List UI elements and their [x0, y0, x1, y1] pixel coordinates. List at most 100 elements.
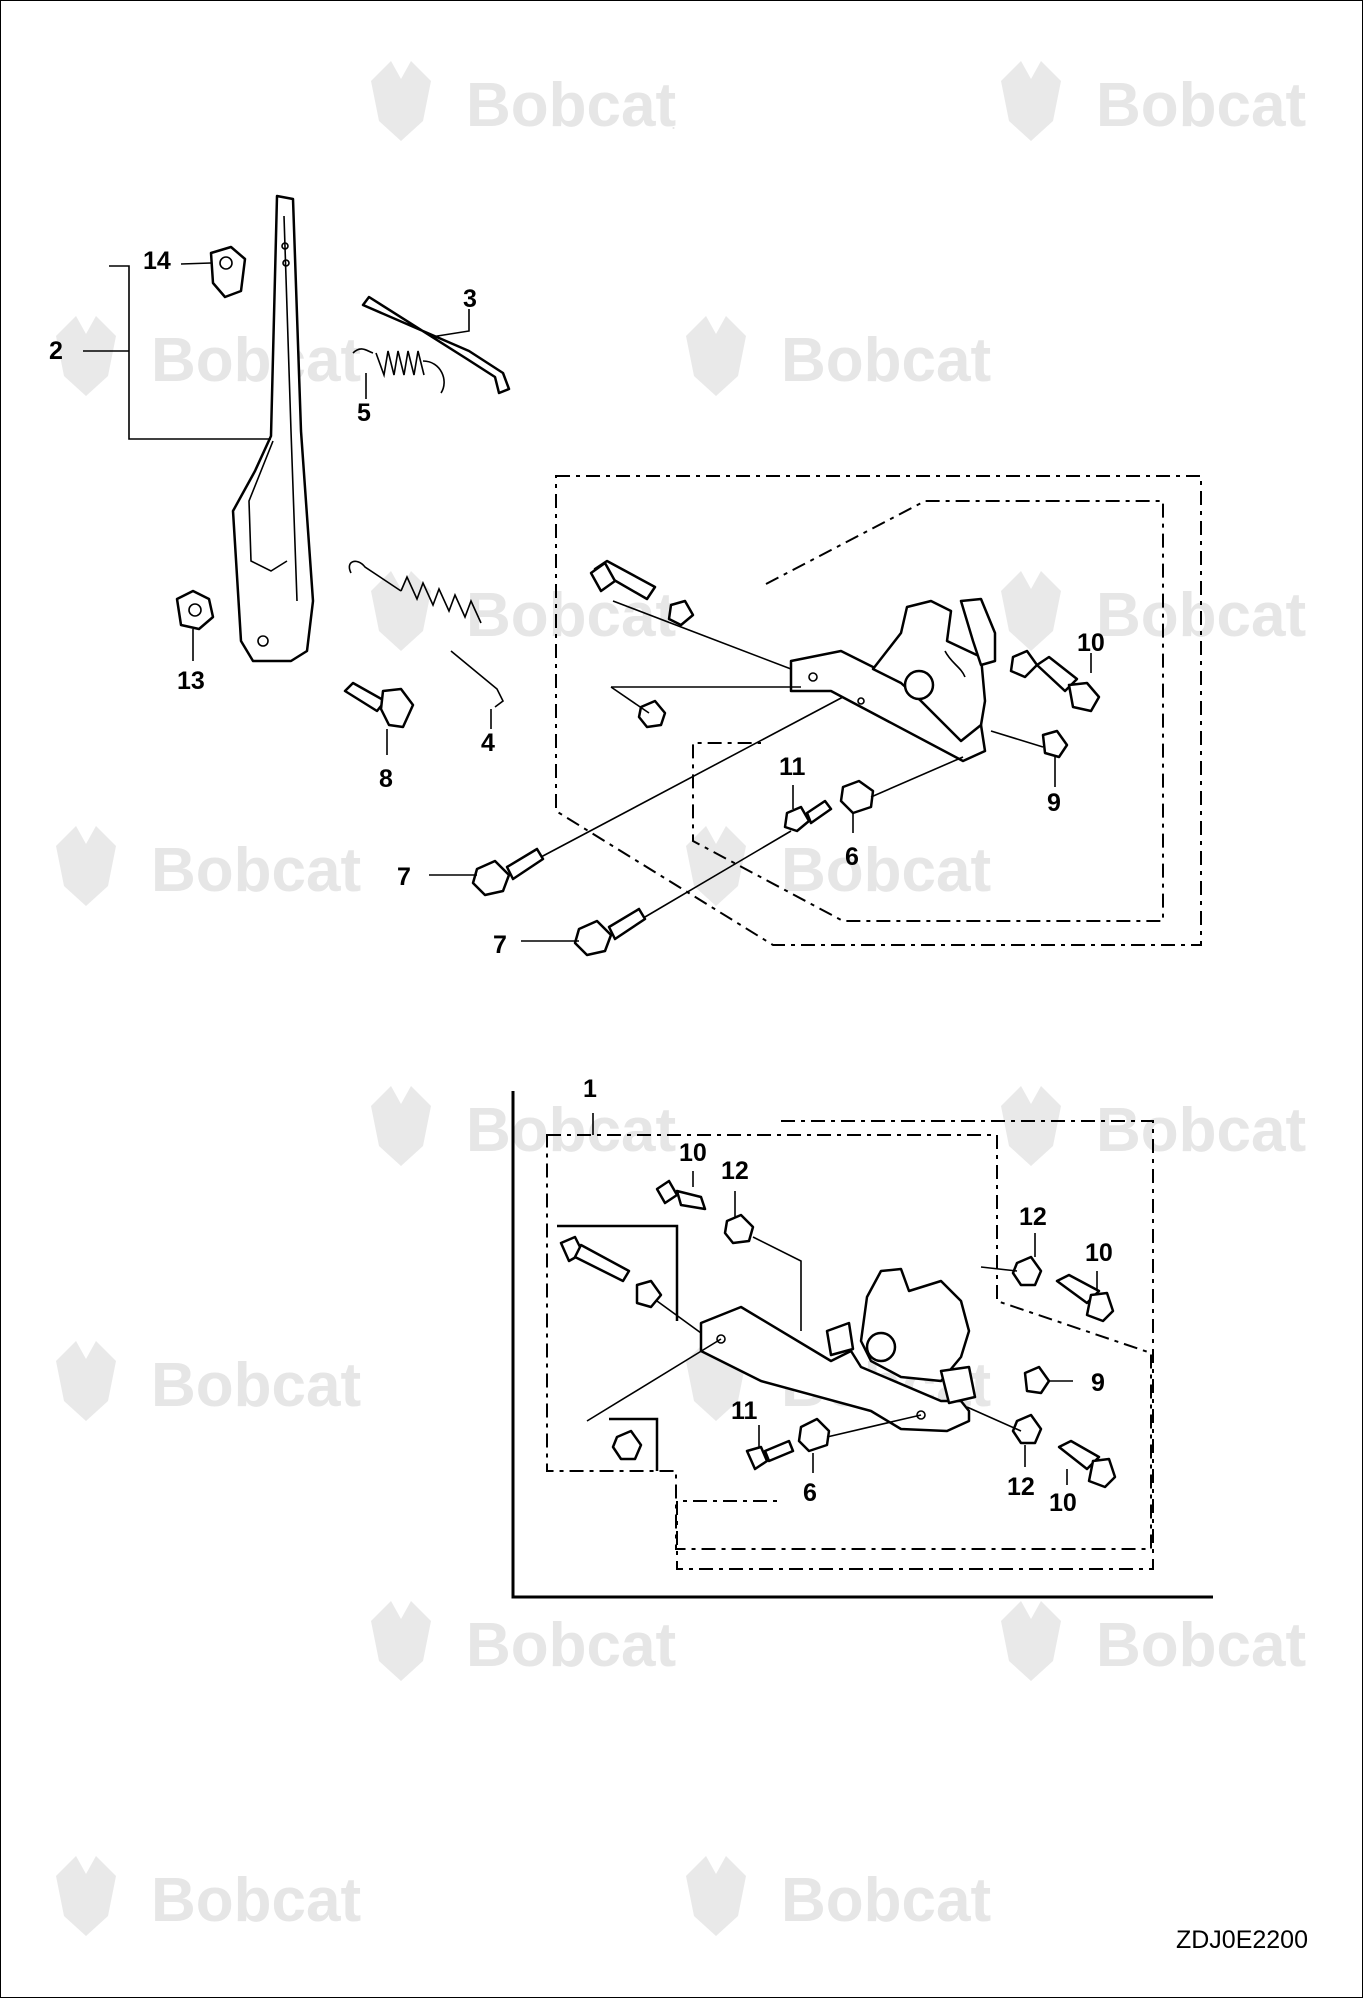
watermark-tile: Bobcat	[56, 1341, 361, 1421]
callout-label: 11	[779, 753, 806, 781]
callout-label: 5	[357, 399, 371, 427]
svg-text:Bobcat: Bobcat	[466, 1096, 676, 1165]
control-lever	[231, 194, 315, 663]
watermark-tile: Bobcat	[1001, 571, 1306, 651]
watermark-tile: Bobcat	[1001, 1601, 1306, 1681]
upper-assembly: 2 14 3 5 13 4 8 10 9 11 6 7 7	[49, 194, 1202, 959]
callout-label: 10	[1049, 1489, 1077, 1517]
assembly-outline-upper	[555, 475, 1202, 946]
bolt-10-lower-c	[1057, 1439, 1117, 1489]
bobcat-logo-icon	[1001, 571, 1061, 651]
watermark-tile: Bobcat	[56, 316, 361, 396]
adjusting-bolt	[343, 681, 415, 729]
svg-text:Bobcat: Bobcat	[151, 326, 361, 395]
svg-text:Bobcat: Bobcat	[781, 836, 991, 905]
assembly-outline-lower	[546, 1134, 1152, 1550]
bolt-10-lower-b	[1055, 1273, 1115, 1323]
watermark-layer: Bobcat. Bobcat Bobcat Bobcat Bobcat Bobc…	[56, 61, 1306, 1936]
svg-text:.: .	[671, 113, 676, 133]
callout-label: 11	[731, 1397, 758, 1425]
nut-12-lower-b	[1011, 1255, 1043, 1287]
callout-label: 13	[177, 667, 205, 695]
svg-text:Bobcat: Bobcat	[781, 1866, 991, 1935]
wire-clip	[209, 245, 247, 299]
callout-label: 1	[583, 1075, 597, 1103]
watermark-tile: Bobcat	[371, 1601, 676, 1681]
callout-label: 10	[679, 1139, 707, 1167]
screw-11-upper	[783, 799, 833, 833]
bobcat-logo-icon	[686, 316, 746, 396]
washer-9-upper	[1041, 729, 1069, 759]
screw-11-lower	[745, 1439, 795, 1471]
svg-text:Bobcat: Bobcat	[151, 1866, 361, 1935]
svg-text:Bobcat: Bobcat	[151, 1351, 361, 1420]
bolt-10-lower-a	[655, 1179, 707, 1211]
flange-bolt-7b	[573, 907, 647, 957]
bobcat-logo-icon	[686, 1856, 746, 1936]
bobcat-logo-icon	[371, 571, 431, 651]
bobcat-logo-icon	[56, 826, 116, 906]
callout-label: 12	[1007, 1473, 1035, 1501]
bobcat-logo-icon	[1001, 61, 1061, 141]
watermark-tile: Bobcat	[371, 1086, 676, 1166]
callout-label: 12	[1019, 1203, 1047, 1231]
flange-bolt-7a	[471, 847, 545, 897]
callout-label: 10	[1085, 1239, 1113, 1267]
assembly-guide-lines-lower	[586, 1236, 1022, 1438]
bobcat-logo-icon	[686, 826, 746, 906]
callout-label: 14	[143, 247, 171, 275]
assembly-bracket-frame	[511, 1091, 1213, 1599]
bracket-nut	[637, 699, 667, 729]
svg-text:Bobcat: Bobcat	[1096, 1611, 1306, 1680]
assembly-guide-lines-upper	[540, 600, 1044, 918]
bobcat-logo-icon	[371, 1086, 431, 1166]
governor-rod	[361, 295, 511, 395]
washer-9-lower	[1023, 1365, 1051, 1395]
bracket-nut-lower	[611, 1429, 643, 1461]
watermark-tile: Bobcat	[1001, 61, 1306, 141]
callout-label: 3	[463, 285, 477, 313]
watermark-tile: Bobcat	[686, 316, 991, 396]
watermark-tile: Bobcat	[686, 1856, 991, 1936]
bobcat-logo-icon	[1001, 1601, 1061, 1681]
nut-12-lower-c	[1011, 1413, 1043, 1445]
governor-bracket-lower	[699, 1267, 977, 1433]
governor-spring-small	[352, 348, 445, 394]
bobcat-logo-icon	[371, 1601, 431, 1681]
bobcat-logo-icon	[56, 1341, 116, 1421]
svg-text:Bobcat: Bobcat	[781, 326, 991, 395]
svg-text:Bobcat: Bobcat	[466, 71, 676, 140]
callout-leaders-upper	[83, 262, 1092, 942]
callout-label: 6	[803, 1479, 817, 1507]
watermark-tile: Bobcat	[1001, 1086, 1306, 1166]
bracket-bolt-upper	[589, 559, 695, 627]
callout-label: 6	[845, 843, 859, 871]
callout-label: 7	[493, 931, 507, 959]
bobcat-logo-icon	[1001, 1086, 1061, 1166]
collar-6-upper	[839, 779, 875, 815]
watermark-tile: Bobcat	[56, 826, 361, 906]
callout-leaders-lower	[592, 1113, 1098, 1485]
bobcat-logo-icon	[56, 1856, 116, 1936]
bracket-bolt-lower-left	[559, 1235, 663, 1309]
assembly-outline-lower-inner	[676, 1120, 1154, 1570]
lower-assembly: 1 10 12 12 10 9 11 6 12 10	[511, 1075, 1213, 1599]
callout-label: 8	[379, 765, 393, 793]
collar-6-lower	[797, 1417, 831, 1453]
bobcat-logo-icon	[56, 316, 116, 396]
svg-text:Bobcat: Bobcat	[1096, 1096, 1306, 1165]
callout-label: 12	[721, 1157, 749, 1185]
watermark-tile: Bobcat	[686, 826, 991, 906]
governor-bracket	[789, 597, 997, 763]
callout-label: 9	[1091, 1369, 1105, 1397]
governor-spring-large	[348, 560, 505, 708]
svg-text:Bobcat: Bobcat	[151, 836, 361, 905]
callout-label: 4	[481, 729, 495, 757]
svg-text:Bobcat: Bobcat	[1096, 71, 1306, 140]
callout-label: 7	[397, 863, 411, 891]
nut-12-lower-a	[723, 1213, 755, 1245]
bobcat-logo-icon	[371, 61, 431, 141]
callout-label: 2	[49, 337, 63, 365]
